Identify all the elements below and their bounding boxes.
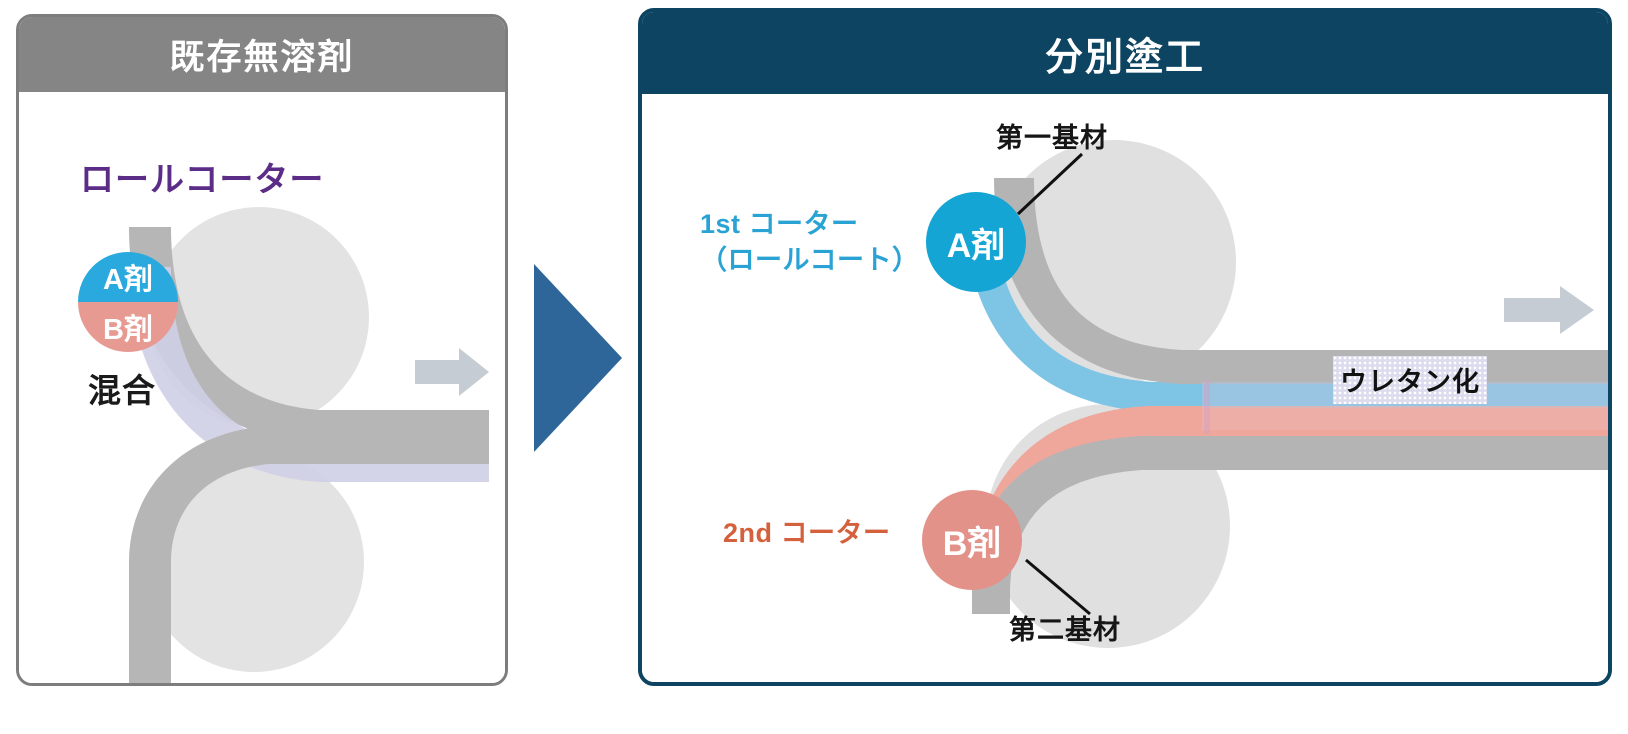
substrate-lower xyxy=(129,426,489,683)
panel-right-title: 分別塗工 xyxy=(642,12,1608,94)
laminate-blend-pink xyxy=(1202,406,1608,430)
badge-label-b: B剤 xyxy=(103,314,153,346)
panel-existing-solventless: 既存無溶剤 xyxy=(16,14,508,686)
badge-agent-a-label: A剤 xyxy=(946,226,1006,265)
substrate-second xyxy=(972,436,1608,614)
panel-right-body xyxy=(642,94,1608,682)
panel-left-title: 既存無溶剤 xyxy=(19,17,505,92)
label-roll-coater: ロールコーター xyxy=(80,161,325,199)
badge-agent-b-label: B剤 xyxy=(942,524,1002,563)
badge-half-b xyxy=(78,302,178,352)
lower-roller xyxy=(144,452,364,672)
leader-line-first-substrate xyxy=(1016,152,1084,216)
substrate-first xyxy=(994,178,1608,384)
panel-separate-coating: 分別塗工 xyxy=(638,8,1612,686)
badge-agent-ab-mixed: A剤 B剤 xyxy=(78,252,178,352)
transition-arrow-right xyxy=(534,264,622,452)
panel-left-body xyxy=(19,92,505,683)
badge-label-a: A剤 xyxy=(103,264,153,296)
right-diagram-svg xyxy=(964,140,1608,648)
label-first-coater-line2: （ロールコート） xyxy=(700,245,920,276)
label-first-coater: 1st コーター （ロールコート） xyxy=(700,206,919,279)
coating-mixed-layer xyxy=(129,267,489,482)
substrate-upper xyxy=(129,227,489,444)
left-diagram-svg xyxy=(129,207,489,683)
badge-agent-b: B剤 xyxy=(922,490,1022,590)
label-first-substrate: 第一基材 xyxy=(996,123,1108,153)
leader-line-second-substrate xyxy=(1025,558,1091,616)
flow-arrow-right xyxy=(1504,286,1594,334)
label-first-coater-line1: 1st コーター xyxy=(700,209,859,239)
flow-arrow-right xyxy=(415,348,489,396)
label-mix: 混合 xyxy=(88,372,156,409)
label-urethane: ウレタン化 xyxy=(1333,356,1487,404)
label-second-substrate: 第二基材 xyxy=(1009,615,1121,645)
nip-line xyxy=(1204,380,1210,434)
badge-half-a xyxy=(78,252,178,302)
label-second-coater: 2nd コーター xyxy=(723,518,891,548)
badge-agent-a: A剤 xyxy=(926,192,1026,292)
